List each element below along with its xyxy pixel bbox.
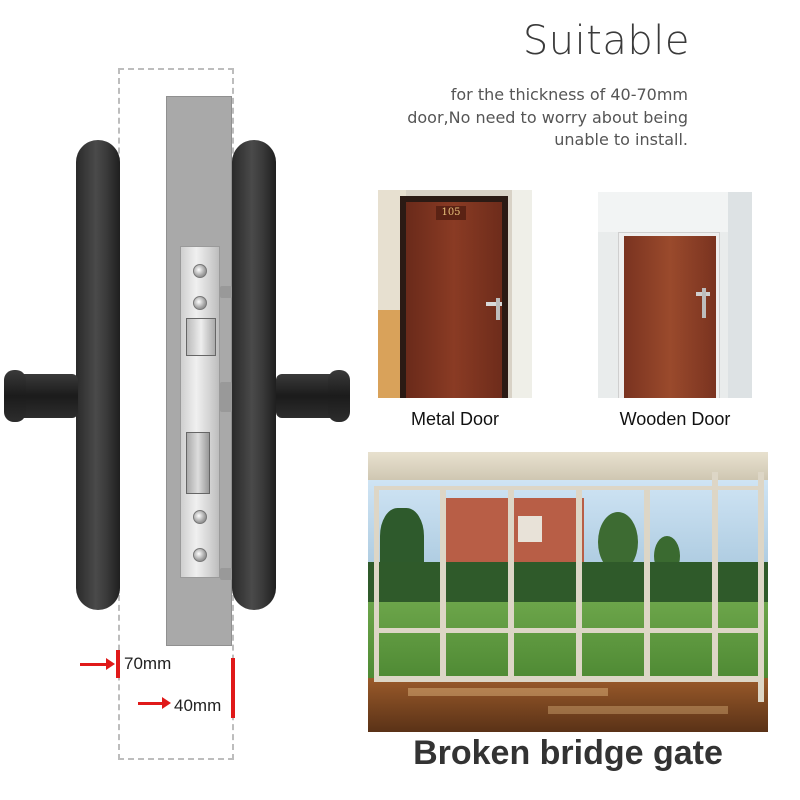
screw-icon xyxy=(193,510,207,524)
description-line-2: door,No need to worry about being xyxy=(407,108,688,127)
max-marker-line xyxy=(116,650,120,678)
max-arrow xyxy=(80,663,112,666)
gate-caption: Broken bridge gate xyxy=(413,734,723,772)
metal-door-caption: Metal Door xyxy=(410,409,500,429)
page-title: Suitable xyxy=(522,18,690,64)
description-line-1: for the thickness of 40-70mm xyxy=(450,85,688,104)
min-arrow-head xyxy=(162,697,171,709)
screw-icon xyxy=(193,548,207,562)
spindle-pin xyxy=(220,568,232,580)
max-thickness-label: 70mm xyxy=(124,654,172,673)
right-handle-plate xyxy=(232,140,276,610)
min-marker-line xyxy=(231,658,235,718)
screw-icon xyxy=(193,296,207,310)
spindle-pin xyxy=(220,382,232,412)
max-arrow-head xyxy=(106,658,115,670)
description-line-3: unable to install. xyxy=(554,130,688,149)
left-knob-cap xyxy=(4,370,26,422)
right-knob-cap xyxy=(328,370,350,422)
broken-bridge-gate-photo xyxy=(368,452,768,732)
metal-door-photo: 105 xyxy=(378,190,532,398)
latch-bolt xyxy=(186,318,216,356)
wooden-door-caption: Wooden Door xyxy=(619,409,731,429)
door-number-plate: 105 xyxy=(436,206,466,220)
lock-illustration: 70mm 40mm xyxy=(0,60,360,760)
left-handle-plate xyxy=(76,140,120,610)
min-thickness-label: 40mm xyxy=(174,696,222,715)
wooden-door-photo xyxy=(598,192,752,398)
spindle-pin xyxy=(220,286,232,298)
min-arrow xyxy=(138,702,166,705)
deadbolt-slot xyxy=(186,432,210,494)
screw-icon xyxy=(193,264,207,278)
